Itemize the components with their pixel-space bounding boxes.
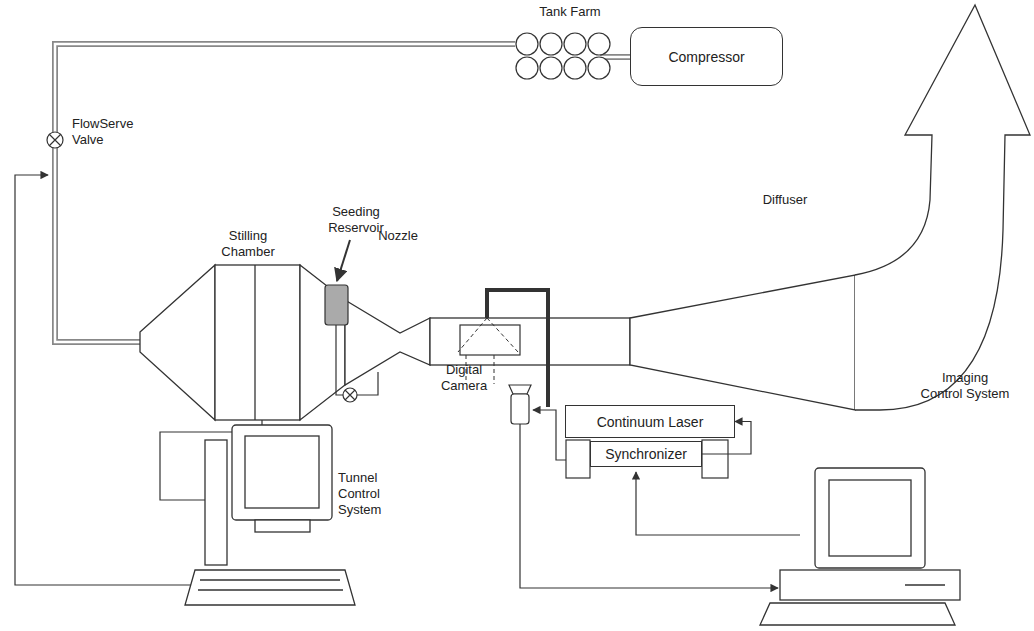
valve-symbol (47, 132, 63, 148)
tunnel-body (140, 5, 1030, 420)
computer-symbol (185, 425, 355, 605)
node-text: Continuum Laser (597, 414, 704, 430)
tank-farm (516, 33, 610, 79)
laser-box: Continuum Laser (565, 405, 735, 438)
laser-base (566, 440, 728, 478)
synchronizer-box: Synchronizer (590, 441, 702, 467)
seeding-reservoir (325, 285, 378, 402)
part-label: Tank Farm (520, 4, 620, 20)
compressor-box: Compressor (630, 27, 783, 86)
computer-symbol (760, 468, 960, 625)
signal-wire (15, 175, 800, 588)
part-label: Diffuser (745, 192, 825, 208)
part-label: FlowServe Valve (72, 116, 144, 148)
part-label: Digital Camera (434, 362, 494, 394)
node-text: Compressor (668, 49, 744, 65)
supply-pipe (55, 44, 630, 342)
part-label: Stilling Chamber (208, 228, 288, 260)
node-text: Synchronizer (605, 446, 687, 462)
camera-symbol (509, 385, 531, 424)
part-label: Tunnel Control System (338, 470, 410, 518)
part-label: Nozzle (368, 228, 428, 244)
leader-arrow (337, 240, 350, 281)
part-label: Imaging Control System (920, 370, 1010, 402)
